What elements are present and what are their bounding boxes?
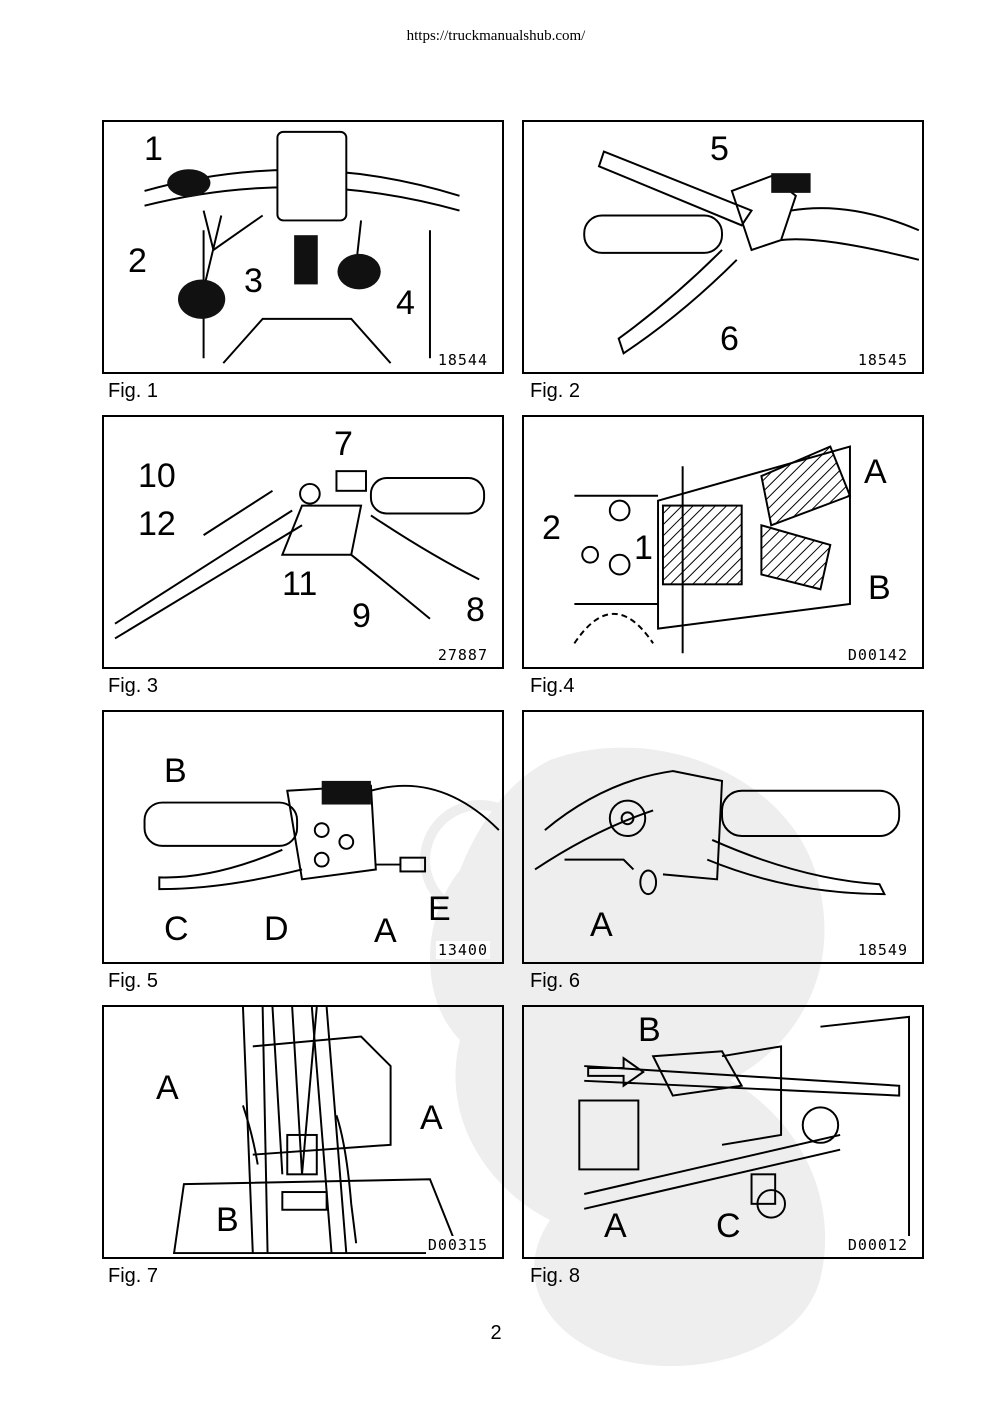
figure-8-label-B: B bbox=[638, 1011, 661, 1049]
figure-3-label-10: 10 bbox=[138, 457, 176, 495]
figure-6: A 18549 bbox=[522, 710, 924, 964]
figure-8-illustration bbox=[578, 1015, 911, 1244]
figure-4-label-1: 1 bbox=[634, 529, 653, 567]
figure-5-label-E: E bbox=[428, 890, 451, 928]
figure-5-label-B: B bbox=[164, 752, 187, 790]
figure-5-label-D: D bbox=[264, 910, 289, 948]
figure-3-number: 27887 bbox=[435, 646, 490, 664]
figure-5-label-A: A bbox=[374, 912, 397, 950]
figure-3-label-8: 8 bbox=[466, 591, 485, 629]
figure-4-illustration bbox=[573, 445, 852, 654]
figure-2-label-5: 5 bbox=[710, 130, 729, 168]
figure-6-label-A: A bbox=[590, 906, 613, 944]
figure-7: A A B D00315 bbox=[102, 1005, 504, 1259]
figure-4-label-2: 2 bbox=[542, 509, 561, 547]
figure-5-number: 13400 bbox=[435, 941, 490, 959]
figure-5: B C D A E 13400 bbox=[102, 710, 504, 964]
figure-3-illustration bbox=[114, 470, 486, 640]
figure-8-label-A: A bbox=[604, 1207, 627, 1245]
figure-2-caption: Fig. 2 bbox=[530, 380, 581, 402]
figure-1-label-3: 3 bbox=[244, 262, 263, 300]
figure-6-caption: Fig. 6 bbox=[530, 970, 581, 992]
figure-2: 5 6 18545 bbox=[522, 120, 924, 374]
figure-1-illustration bbox=[144, 130, 460, 364]
figure-3-label-9: 9 bbox=[352, 597, 371, 635]
figure-1-label-2: 2 bbox=[128, 242, 147, 280]
figure-6-number: 18549 bbox=[855, 941, 910, 959]
figure-4-label-B: B bbox=[868, 569, 891, 607]
figure-3-label-12: 12 bbox=[138, 505, 176, 543]
figure-6-illustration bbox=[534, 770, 901, 896]
figure-3-label-11: 11 bbox=[282, 565, 318, 603]
figure-1-number: 18544 bbox=[435, 351, 490, 369]
figure-7-number: D00315 bbox=[425, 1236, 490, 1254]
figure-7-caption: Fig. 7 bbox=[108, 1265, 159, 1287]
page-number: 2 bbox=[490, 1322, 502, 1344]
figure-8-label-C: C bbox=[716, 1207, 741, 1245]
figure-5-label-C: C bbox=[164, 910, 189, 948]
header-url: https://truckmanualshub.com/ bbox=[406, 28, 586, 44]
figure-4-label-A: A bbox=[864, 453, 887, 491]
figure-2-illustration bbox=[583, 150, 920, 355]
figure-3-caption: Fig. 3 bbox=[108, 675, 159, 697]
figure-1-label-1: 1 bbox=[144, 130, 163, 168]
figure-1: 1 2 3 4 18544 bbox=[102, 120, 504, 374]
figure-2-label-6: 6 bbox=[720, 320, 739, 358]
figure-4-caption: Fig.4 bbox=[530, 675, 575, 697]
figure-4-number: D00142 bbox=[845, 646, 910, 664]
figure-7-label-A-right: A bbox=[420, 1099, 443, 1137]
figure-8-caption: Fig. 8 bbox=[530, 1265, 581, 1287]
figure-7-label-A-left: A bbox=[156, 1069, 179, 1107]
figure-4: A 2 1 B D00142 bbox=[522, 415, 924, 669]
figure-3: 7 10 12 11 9 8 27887 bbox=[102, 415, 504, 669]
figure-8-number: D00012 bbox=[845, 1236, 910, 1254]
figure-7-label-B: B bbox=[216, 1201, 239, 1239]
figure-1-caption: Fig. 1 bbox=[108, 380, 159, 402]
figure-5-caption: Fig. 5 bbox=[108, 970, 159, 992]
figure-3-label-7: 7 bbox=[334, 425, 353, 463]
figure-1-label-4: 4 bbox=[396, 284, 415, 322]
figure-2-number: 18545 bbox=[855, 351, 910, 369]
figure-8: B A C D00012 bbox=[522, 1005, 924, 1259]
figure-5-illustration bbox=[143, 780, 500, 891]
